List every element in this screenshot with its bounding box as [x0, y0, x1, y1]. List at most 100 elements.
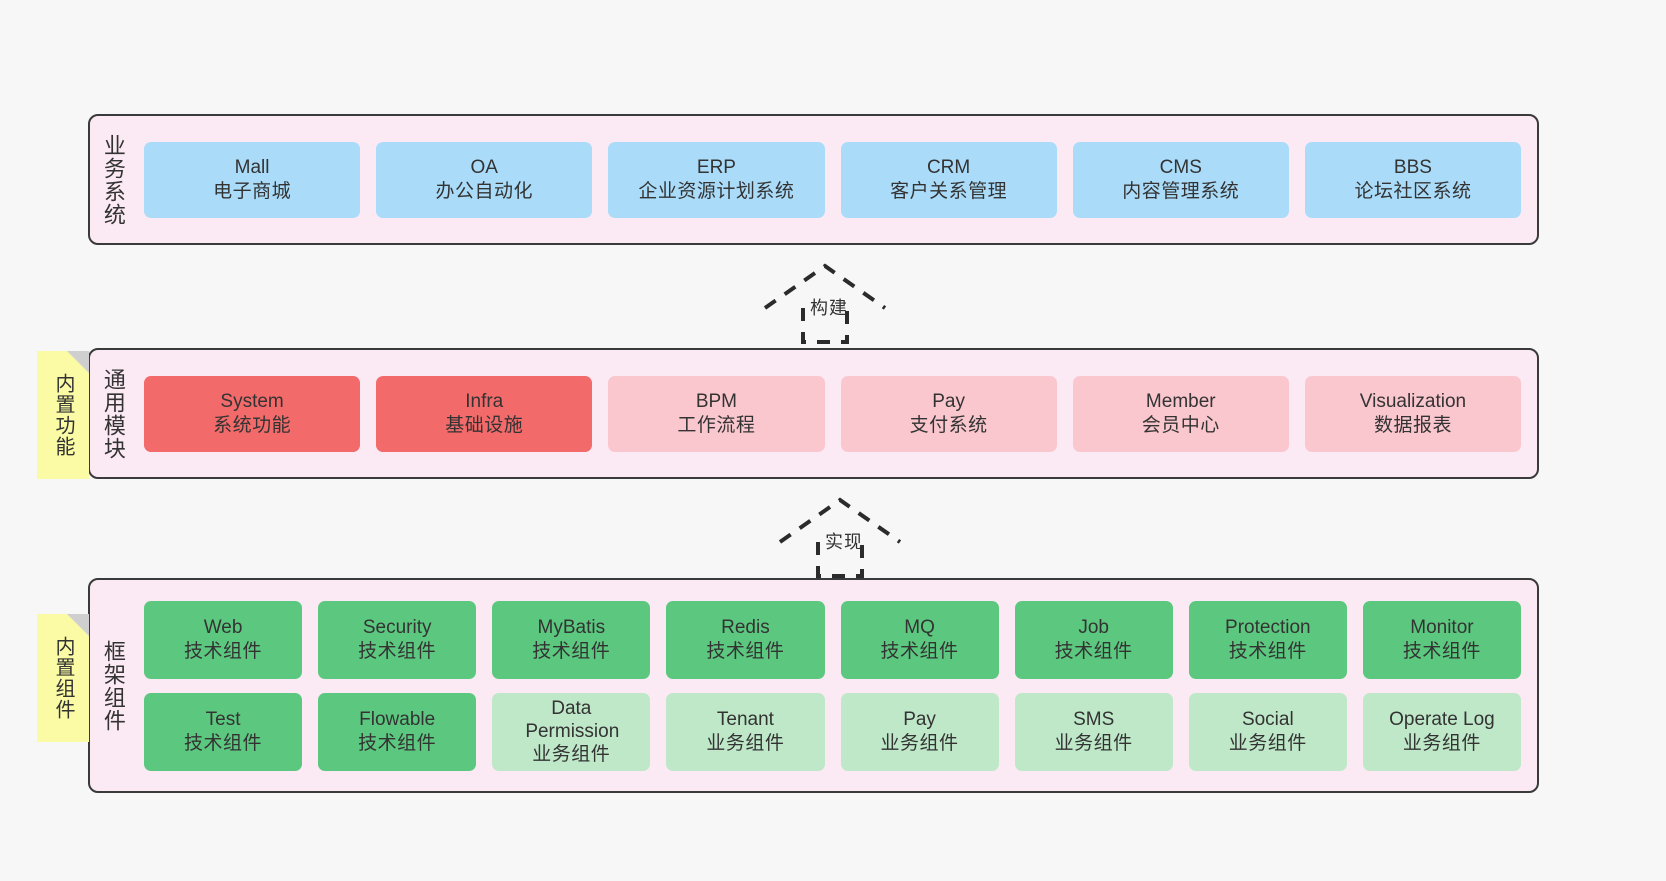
card-subtitle: 业务组件: [532, 744, 611, 766]
card-title: Member: [1145, 391, 1216, 413]
card-row: Web 技术组件 Security 技术组件 MyBatis 技术组件 Redi…: [144, 600, 1521, 679]
card-title: SMS: [1073, 709, 1115, 731]
card-title: Monitor: [1410, 617, 1474, 639]
card-title: Mall: [234, 157, 270, 179]
card-erp[interactable]: ERP 企业资源计划系统: [608, 141, 825, 218]
card-monitor[interactable]: Monitor 技术组件: [1362, 600, 1521, 679]
card-subtitle: 技术组件: [184, 640, 263, 662]
card-subtitle: 基础设施: [445, 414, 524, 436]
card-subtitle: 内容管理系统: [1122, 180, 1240, 202]
card-subtitle: 工作流程: [677, 414, 756, 436]
card-subtitle: 业务组件: [706, 732, 785, 754]
card-system[interactable]: System 系统功能: [144, 375, 361, 452]
connector-build-label: 构建: [810, 298, 848, 318]
card-mall[interactable]: Mall 电子商城: [144, 141, 361, 218]
card-title: Operate Log: [1389, 709, 1495, 731]
layer-common-module: 通用模块 System 系统功能 Infra 基础设施 BPM 工作流程 Pay…: [88, 348, 1539, 479]
card-subtitle: 技术组件: [706, 640, 785, 662]
card-visualization[interactable]: Visualization 数据报表: [1304, 375, 1522, 452]
card-subtitle: 技术组件: [880, 640, 959, 662]
card-title: Job: [1078, 617, 1109, 639]
card-subtitle: 技术组件: [184, 732, 263, 754]
card-subtitle: 技术组件: [1402, 640, 1481, 662]
connector-implement-label: 实现: [825, 532, 863, 552]
card-subtitle: 业务组件: [1054, 732, 1133, 754]
card-title: Data Permission: [525, 697, 620, 742]
card-oa[interactable]: OA 办公自动化: [376, 141, 593, 218]
card-pay[interactable]: Pay 支付系统: [840, 375, 1057, 452]
card-crm[interactable]: CRM 客户关系管理: [840, 141, 1057, 218]
card-subtitle: 办公自动化: [435, 180, 534, 202]
note-builtin-components: 内置组件: [37, 614, 89, 742]
card-security[interactable]: Security 技术组件: [318, 600, 477, 679]
card-title: MyBatis: [537, 617, 606, 639]
card-title: Test: [205, 709, 241, 731]
card-mq[interactable]: MQ 技术组件: [840, 600, 999, 679]
card-subtitle: 客户关系管理: [890, 180, 1008, 202]
card-subtitle: 企业资源计划系统: [638, 180, 795, 202]
card-title: Tenant: [716, 709, 774, 731]
card-title: Pay: [903, 709, 936, 731]
card-member[interactable]: Member 会员中心: [1072, 375, 1289, 452]
card-subtitle: 业务组件: [1228, 732, 1307, 754]
card-protection[interactable]: Protection 技术组件: [1188, 600, 1347, 679]
layer-title-common-module: 通用模块: [100, 367, 126, 460]
layer-title-business-system: 业务系统: [100, 133, 126, 226]
card-title: Web: [203, 617, 243, 639]
card-title: Protection: [1225, 617, 1311, 639]
card-title: Pay: [932, 391, 965, 413]
card-title: CRM: [926, 157, 971, 179]
layer-body-common-module: System 系统功能 Infra 基础设施 BPM 工作流程 Pay 支付系统…: [136, 350, 1537, 477]
note-label: 内置功能: [52, 373, 74, 457]
card-subtitle: 技术组件: [1228, 640, 1307, 662]
card-title: Social: [1241, 709, 1294, 731]
note-label: 内置组件: [52, 636, 74, 720]
card-subtitle: 技术组件: [532, 640, 611, 662]
layer-body-framework-component: Web 技术组件 Security 技术组件 MyBatis 技术组件 Redi…: [136, 580, 1537, 791]
card-row: System 系统功能 Infra 基础设施 BPM 工作流程 Pay 支付系统…: [144, 375, 1522, 452]
card-subtitle: 技术组件: [358, 640, 437, 662]
layer-framework-component: 框架组件 Web 技术组件 Security 技术组件 MyBatis 技术组件…: [88, 578, 1539, 793]
card-subtitle: 支付系统: [909, 414, 988, 436]
card-sms[interactable]: SMS 业务组件: [1014, 692, 1173, 771]
card-bbs[interactable]: BBS 论坛社区系统: [1304, 141, 1522, 218]
card-subtitle: 电子商城: [213, 180, 292, 202]
card-subtitle: 系统功能: [213, 414, 292, 436]
card-cms[interactable]: CMS 内容管理系统: [1072, 141, 1289, 218]
card-pay-component[interactable]: Pay 业务组件: [840, 692, 999, 771]
note-builtin-features: 内置功能: [37, 351, 89, 479]
card-mybatis[interactable]: MyBatis 技术组件: [492, 600, 651, 679]
card-test[interactable]: Test 技术组件: [144, 692, 303, 771]
card-title: Infra: [465, 391, 504, 413]
layer-business-system: 业务系统 Mall 电子商城 OA 办公自动化 ERP 企业资源计划系统 CRM…: [88, 114, 1539, 245]
card-job[interactable]: Job 技术组件: [1014, 600, 1173, 679]
card-subtitle: 数据报表: [1373, 414, 1452, 436]
card-subtitle: 论坛社区系统: [1354, 180, 1472, 202]
card-title: BPM: [695, 391, 738, 413]
card-bpm[interactable]: BPM 工作流程: [608, 375, 825, 452]
connector-build-arrow: 构建: [755, 258, 905, 346]
layer-title-framework-component: 框架组件: [100, 639, 126, 732]
card-title: System: [220, 391, 284, 413]
card-row: Mall 电子商城 OA 办公自动化 ERP 企业资源计划系统 CRM 客户关系…: [144, 141, 1522, 218]
card-title: OA: [470, 157, 498, 179]
card-data-permission[interactable]: Data Permission 业务组件: [492, 692, 651, 771]
card-title: BBS: [1393, 157, 1432, 179]
card-subtitle: 会员中心: [1141, 414, 1220, 436]
layer-body-business-system: Mall 电子商城 OA 办公自动化 ERP 企业资源计划系统 CRM 客户关系…: [136, 116, 1537, 243]
card-web[interactable]: Web 技术组件: [144, 600, 303, 679]
card-title: Security: [362, 617, 432, 639]
card-subtitle: 技术组件: [1054, 640, 1133, 662]
card-flowable[interactable]: Flowable 技术组件: [318, 692, 477, 771]
card-title: MQ: [904, 617, 935, 639]
card-title: CMS: [1159, 157, 1202, 179]
card-subtitle: 业务组件: [1402, 732, 1481, 754]
card-tenant[interactable]: Tenant 业务组件: [666, 692, 825, 771]
card-row: Test 技术组件 Flowable 技术组件 Data Permission …: [144, 692, 1521, 771]
card-operate-log[interactable]: Operate Log 业务组件: [1362, 692, 1521, 771]
card-infra[interactable]: Infra 基础设施: [376, 375, 593, 452]
card-social[interactable]: Social 业务组件: [1188, 692, 1347, 771]
card-redis[interactable]: Redis 技术组件: [666, 600, 825, 679]
card-title: Visualization: [1359, 391, 1467, 413]
